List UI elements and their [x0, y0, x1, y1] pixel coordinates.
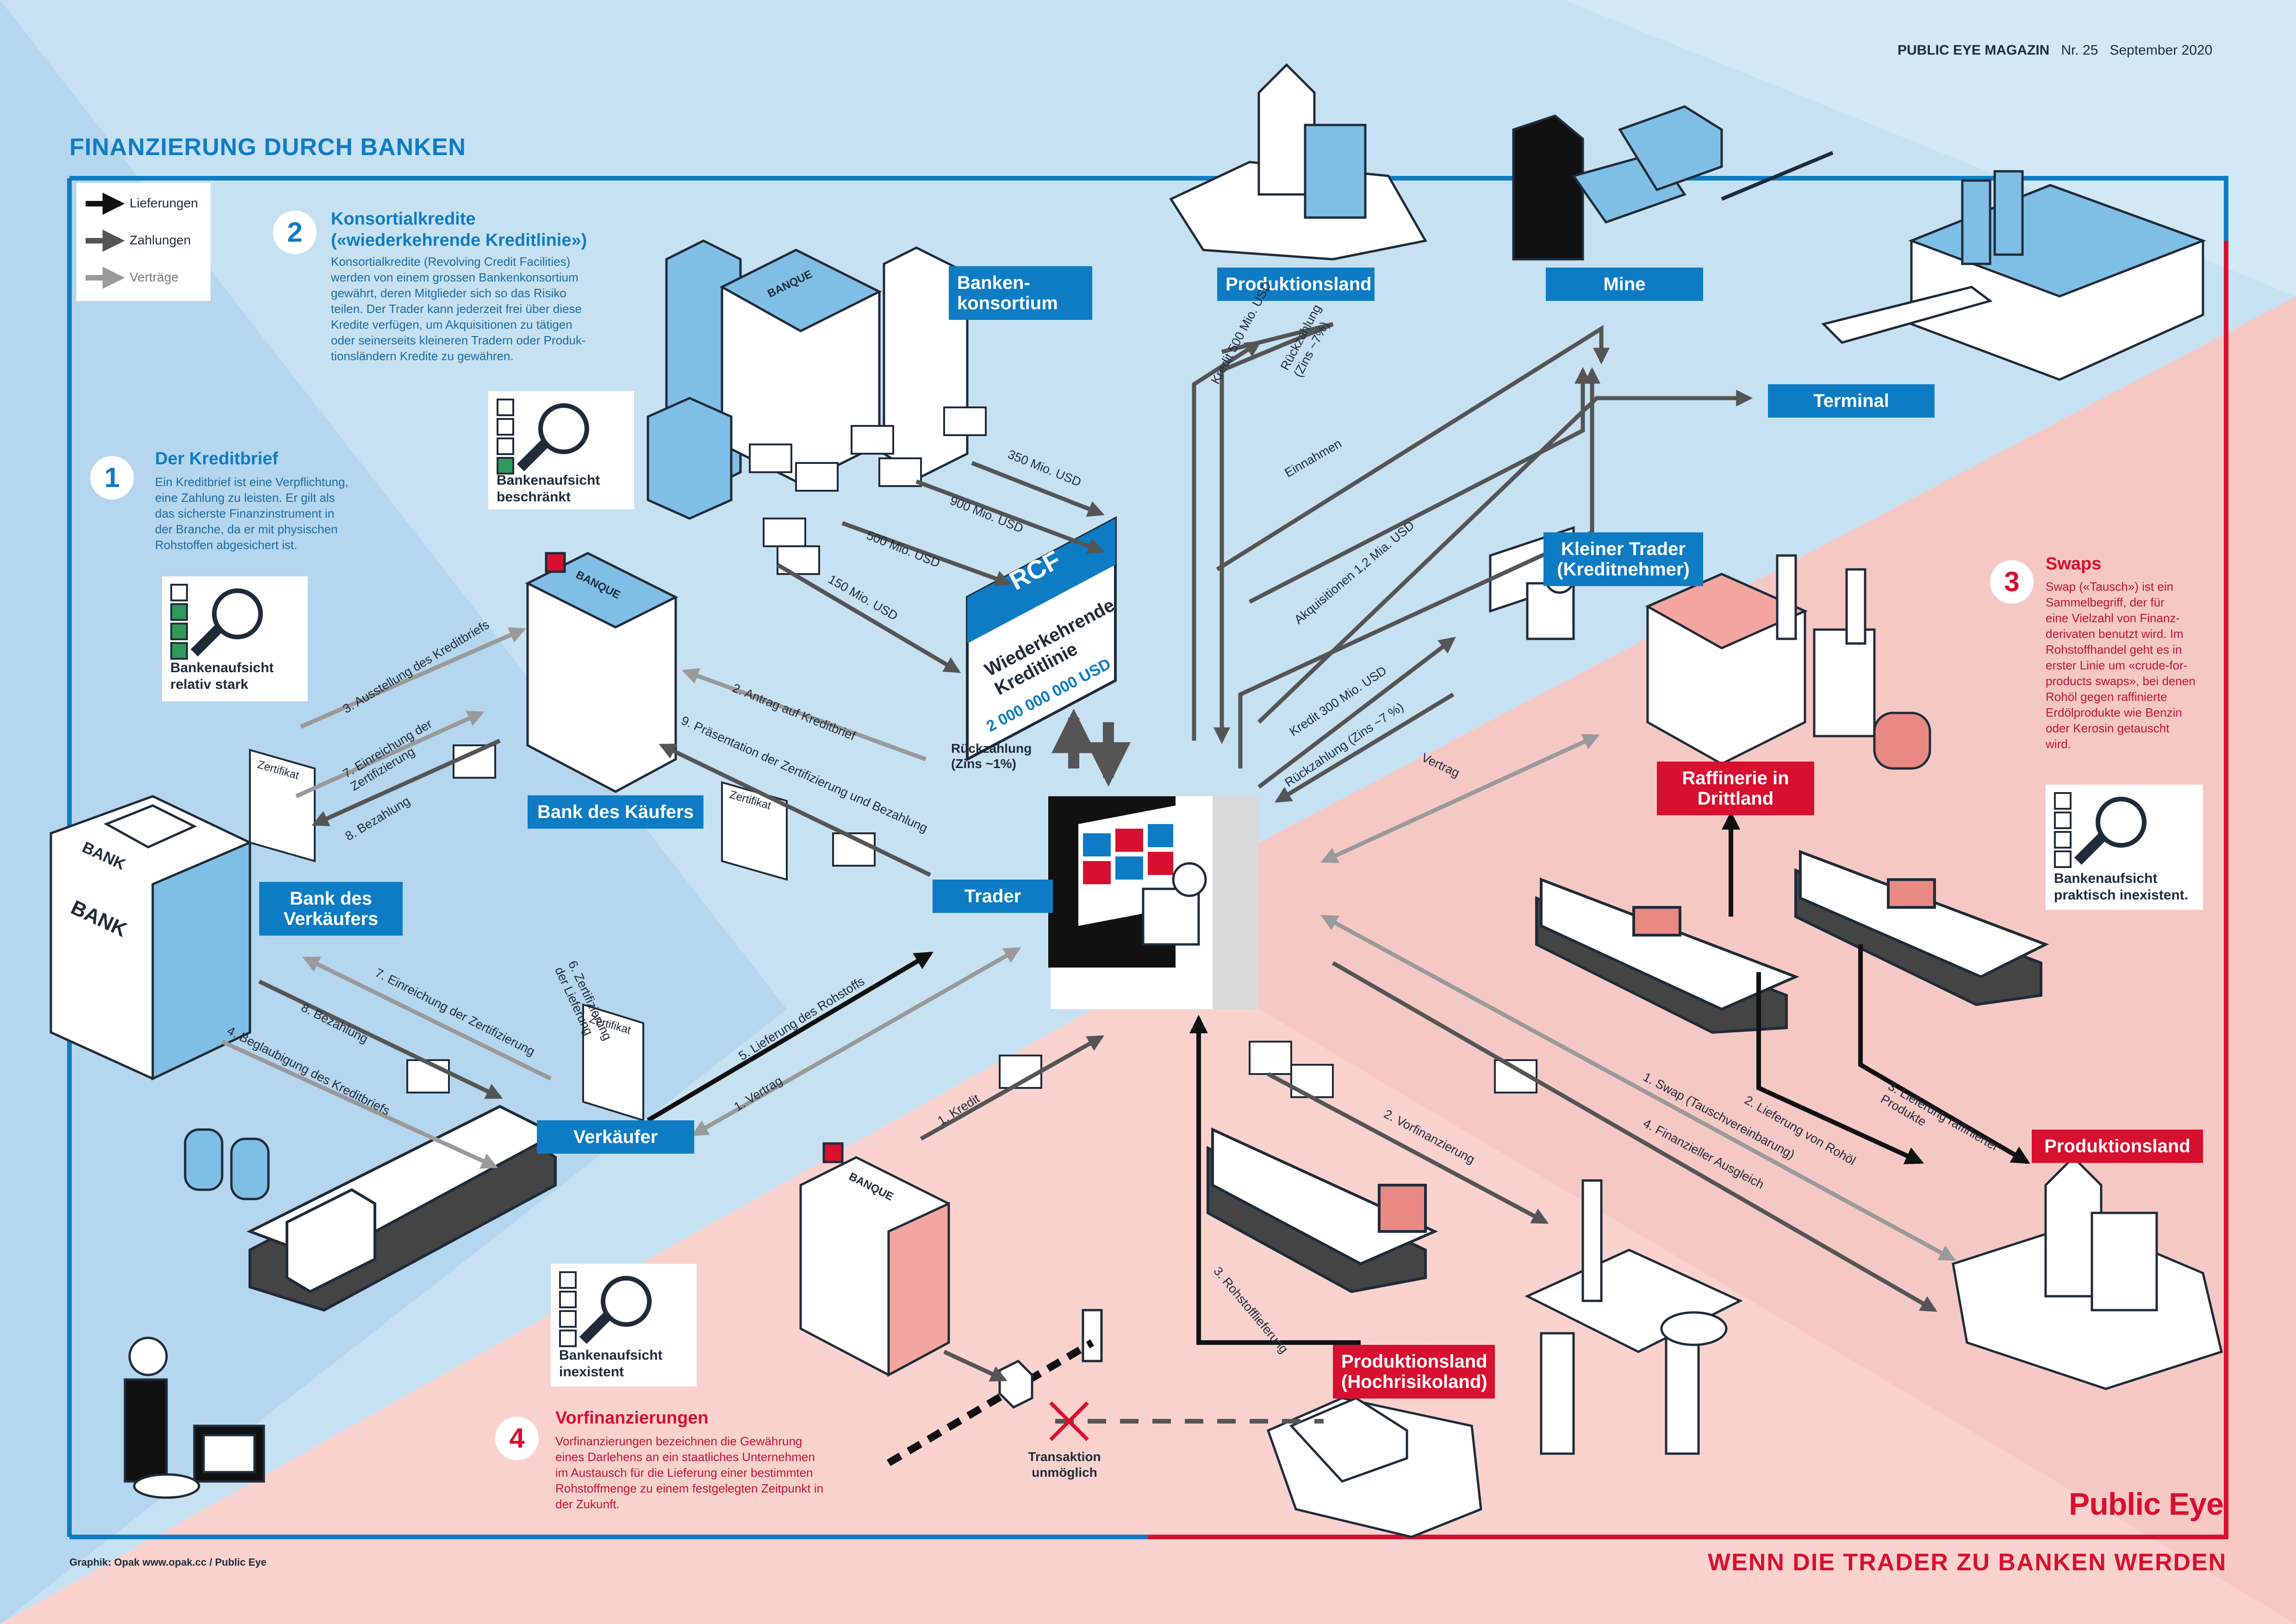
section-3-text: Swap («Tausch») ist ein Sammelbegriff, d…: [2046, 580, 2196, 751]
gauge-cell: [170, 642, 188, 660]
supervision-gauge: [559, 1271, 652, 1349]
magnifier-icon: [212, 588, 263, 639]
section-1-title: Der Kreditbrief: [155, 449, 279, 468]
section-2-title-line2: («wiederkehrende Kreditlinie»): [331, 231, 587, 250]
label-trader: Trader: [933, 880, 1053, 913]
brand-logo: Public Eye: [2069, 1487, 2224, 1522]
businessman: [124, 1337, 265, 1499]
bank-seller-building: [50, 795, 251, 1081]
header: PUBLIC EYE MAGAZIN Nr. 25 September 2020: [1898, 43, 2212, 58]
section-4-title: Vorfinanzierungen: [555, 1408, 709, 1428]
money-stacks-consortium: [749, 406, 987, 575]
label-produktionsland-top: Produktionsland: [1217, 268, 1375, 301]
trader-workstation: [1048, 796, 1207, 968]
small-bank-building: [647, 397, 733, 520]
supervision-box-3: Bankenaufsicht praktisch inexistent.: [2046, 785, 2203, 910]
gauge-cell: [170, 623, 188, 640]
section-2-title: Konsortialkredite («wiederkehrende Kredi…: [331, 208, 587, 251]
magnifier-icon: [538, 403, 589, 454]
gauge-cell: [559, 1330, 577, 1347]
gauge-cell: [2054, 812, 2072, 829]
supervision-text-4: Bankenaufsicht inexistent: [559, 1348, 663, 1380]
gauge-cell: [497, 418, 514, 436]
rcf-repayment: Rückzahlung (Zins ~1%): [951, 741, 1032, 771]
gauge-cell: [497, 457, 514, 475]
gauge-cell: [559, 1310, 577, 1328]
magnifier-handle: [579, 1310, 613, 1344]
header-magazine: PUBLIC EYE MAGAZIN: [1898, 43, 2050, 58]
footer-slogan: WENN DIE TRADER ZU BANKEN WERDEN: [1708, 1549, 2227, 1576]
bg-blue-left-wedge: [0, 0, 787, 1624]
section-4-number: 4: [495, 1417, 539, 1460]
section-2-number: 2: [273, 211, 317, 254]
label-transaktion-unmoeglich: Transaktion unmöglich: [1028, 1449, 1101, 1480]
banque-tower-main: [719, 249, 882, 485]
main-title: FINANZIERUNG DURCH BANKEN: [69, 134, 466, 161]
supervision-gauge: [2054, 792, 2147, 870]
supervision-box-2: Bankenaufsicht beschränkt: [488, 391, 634, 509]
legend-contracts: Verträge: [130, 270, 179, 284]
production-land-right: [1952, 1156, 2223, 1390]
label-bank-verkaeufer: Bank des Verkäufers: [259, 882, 403, 936]
label-produktionsland-hochrisiko: Produktionsland (Hochrisikoland): [1333, 1345, 1495, 1399]
gauge-cell: [559, 1271, 577, 1289]
gauge-cell: [497, 437, 514, 455]
legend-payments: Zahlungen: [130, 233, 191, 247]
label-terminal: Terminal: [1768, 384, 1935, 418]
frame-red: [1148, 241, 2228, 1539]
transaction-impossible-x: [1049, 1401, 1089, 1441]
label-bank-kaeufer: Bank des Käufers: [528, 795, 703, 829]
label-raffinerie: Raffinerie in Drittland: [1657, 762, 1814, 815]
supervision-text-2: Bankenaufsicht beschränkt: [497, 473, 600, 505]
certificate-1: [249, 749, 316, 862]
section-4-text: Vorfinanzierungen bezeichnen die Gewähru…: [555, 1434, 824, 1511]
supervision-box-1: Bankenaufsicht relativ stark: [162, 576, 308, 701]
label-mine: Mine: [1546, 268, 1703, 301]
prefinancing-bank: [799, 1142, 950, 1377]
magnifier-handle: [190, 623, 224, 657]
mine: [1512, 105, 1834, 261]
refinery: [1645, 554, 1931, 770]
supervision-gauge: [497, 399, 589, 476]
gauge-cell: [170, 584, 188, 601]
supervision-text-1: Bankenaufsicht relativ stark: [170, 660, 274, 692]
barrier: [886, 1309, 1103, 1466]
seller-tanker: [246, 1105, 559, 1312]
frame-blue: [69, 176, 2228, 241]
footer-credit: Graphik: Opak www.opak.cc / Public Eye: [69, 1556, 267, 1568]
section-3-number: 3: [1990, 560, 2034, 604]
gauge-cell: [497, 399, 514, 416]
magnifier-handle: [2074, 831, 2108, 865]
gauge-cell: [2054, 792, 2072, 810]
header-issue: Nr. 25: [2061, 43, 2098, 58]
label-produktionsland-right: Produktionsland: [2032, 1130, 2203, 1163]
section-1-text: Ein Kreditbrief ist eine Verpflichtung, …: [155, 475, 348, 552]
magnifier-icon: [601, 1276, 652, 1327]
gauge-cell: [559, 1291, 577, 1308]
header-date: September 2020: [2109, 43, 2213, 58]
supervision-gauge: [170, 584, 263, 662]
gauge-cell: [2054, 850, 2072, 868]
production-land-top: [1169, 63, 1427, 261]
gauge-cell: [2054, 831, 2072, 849]
magnifier-icon: [2096, 797, 2147, 848]
label-kleiner-trader: Kleiner Trader (Kreditnehmer): [1543, 532, 1703, 586]
section-3-title: Swaps: [2046, 554, 2102, 574]
bank-buyer-building: [525, 552, 678, 793]
gauge-cell: [170, 603, 188, 621]
magnifier-handle: [516, 437, 551, 472]
terminal: [1821, 170, 2207, 381]
supervision-box-4: Bankenaufsicht inexistent: [551, 1264, 697, 1387]
legend-deliveries: Lieferungen: [130, 196, 198, 210]
label-verkaeufer: Verkäufer: [537, 1120, 694, 1154]
section-2-text: Konsortialkredite (Revolving Credit Faci…: [331, 255, 586, 363]
section-1-number: 1: [90, 456, 134, 500]
supervision-text-3: Bankenaufsicht praktisch inexistent.: [2054, 871, 2189, 903]
section-2-title-line1: Konsortialkredite: [331, 209, 476, 229]
label-bankenkonsortium: Banken- konsortium: [949, 266, 1092, 320]
seller-tanks: [184, 1128, 270, 1200]
bg-pink-bottom: [0, 1009, 2296, 1624]
